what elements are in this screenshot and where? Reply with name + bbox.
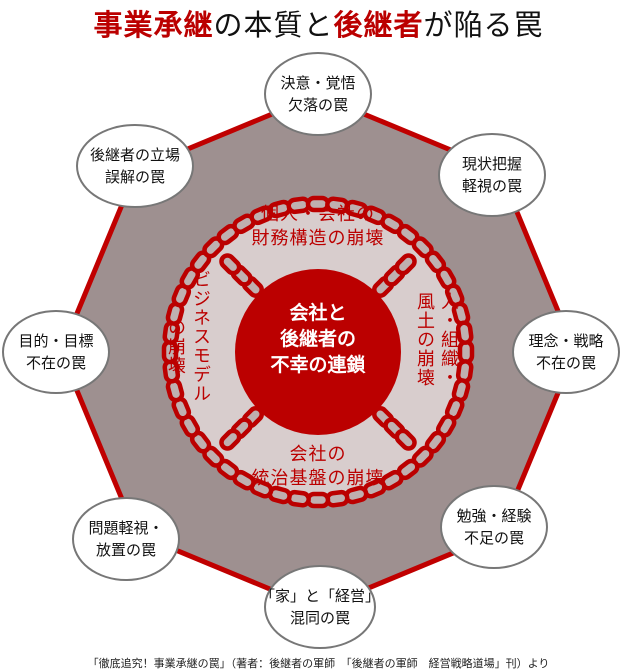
collapse-right-1: 人・組織・ xyxy=(438,292,459,387)
trap-line: 後継者の立場 xyxy=(89,146,180,164)
title-part: の本質と xyxy=(213,8,334,42)
center-line: 後継者の xyxy=(279,328,356,350)
trap-line: 欠落の罠 xyxy=(287,96,348,114)
title-part: が陥る罠 xyxy=(423,8,544,42)
collapse-line: 財務構造の崩壊 xyxy=(251,228,385,249)
title-part: 事業承継 xyxy=(93,8,214,42)
trap-line: 目的・目標 xyxy=(18,332,94,350)
collapse-left-1: ビジネスモデル xyxy=(190,270,211,403)
chain-link xyxy=(457,339,475,365)
trap-line: 混同の罠 xyxy=(289,609,350,627)
source-credit: 「徹底追究！事業承継の罠」（著者：後継者の軍師 「後継者の軍師 経営戦略道場」刊… xyxy=(87,657,550,670)
chain-link xyxy=(455,320,474,345)
spoke-chain-link xyxy=(394,253,417,276)
trap-bottom: 「家」と「経営」混同の罠 xyxy=(260,565,380,649)
collapse-bottom: 会社の 統治基盤の崩壊 xyxy=(218,443,418,491)
trap-right: 理念・戦略不在の罠 xyxy=(512,310,620,394)
center-line: 会社と xyxy=(289,302,347,324)
trap-top-right: 現状把握軽視の罠 xyxy=(438,133,546,217)
trap-line: 「家」と「経営」 xyxy=(260,587,381,605)
center-label: 会社と 後継者の 不幸の連鎖 xyxy=(236,300,400,378)
chain-group xyxy=(161,195,475,509)
trap-line: 現状把握 xyxy=(461,155,522,173)
trap-bottom-right: 勉強・経験不足の罠 xyxy=(440,485,548,569)
center-circle xyxy=(235,269,401,435)
collapse-right-2: 風土の崩壊 xyxy=(414,292,435,387)
trap-line: 決意・覚悟 xyxy=(280,74,356,92)
chain-link xyxy=(305,491,331,509)
collapse-line: 会社の xyxy=(289,444,347,465)
trap-bottom-left: 問題軽視・放置の罠 xyxy=(72,497,180,581)
trap-top-left: 後継者の立場誤解の罠 xyxy=(76,124,194,208)
diagram-title: 事業承継の本質と後継者が陥る罠 xyxy=(0,2,637,44)
title-part: 後継者 xyxy=(333,8,424,42)
trap-line: 放置の罠 xyxy=(95,541,156,559)
trap-line: 勉強・経験 xyxy=(456,507,532,525)
trap-line: 不足の罠 xyxy=(463,529,524,547)
trap-line: 理念・戦略 xyxy=(528,332,604,350)
trap-line: 軽視の罠 xyxy=(461,177,522,195)
collapse-line: 個人・会社の xyxy=(261,204,375,225)
trap-line: 問題軽視・ xyxy=(88,519,164,537)
trap-line: 誤解の罠 xyxy=(104,168,165,186)
trap-line: 不在の罠 xyxy=(25,354,86,372)
collapse-top: 個人・会社の 財務構造の崩壊 xyxy=(218,203,418,251)
collapse-left-2: の崩壊 xyxy=(165,318,186,375)
trap-line: 不在の罠 xyxy=(535,354,596,372)
trap-top: 決意・覚悟欠落の罠 xyxy=(264,52,372,136)
center-line: 不幸の連鎖 xyxy=(270,354,366,376)
trap-left: 目的・目標不在の罠 xyxy=(2,310,110,394)
collapse-line: 統治基盤の崩壊 xyxy=(251,468,385,489)
